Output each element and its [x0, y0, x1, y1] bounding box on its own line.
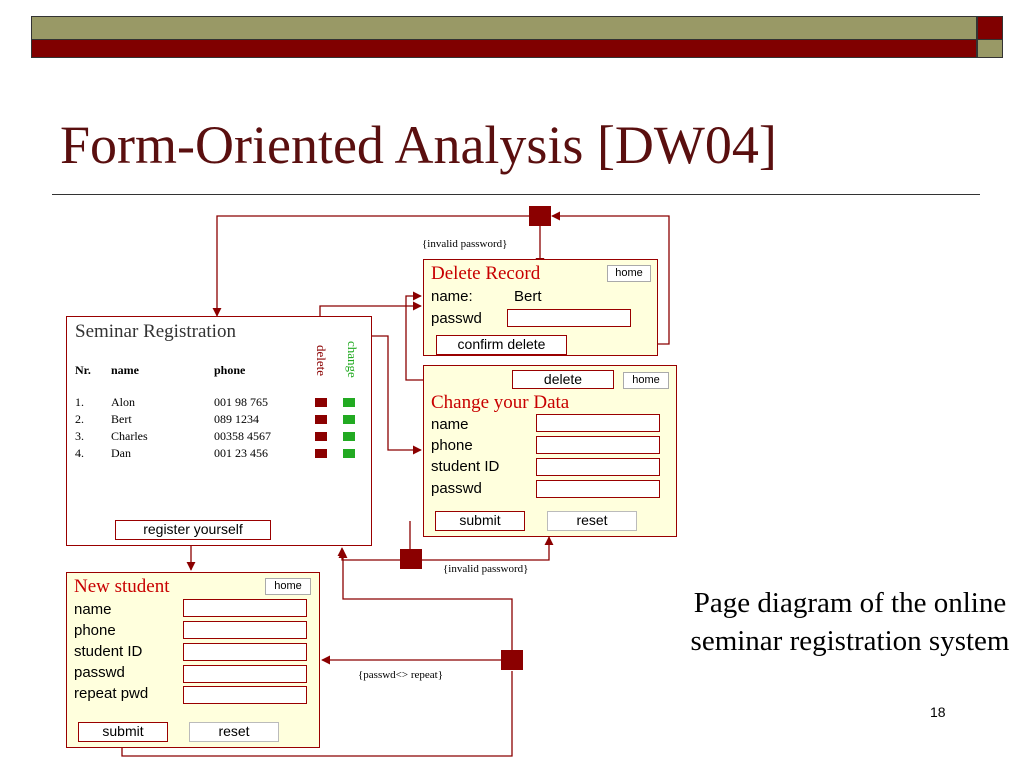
junction-new-student-check — [501, 650, 523, 670]
row-nr: 2. — [75, 412, 84, 426]
delete-name-label: name: — [431, 288, 473, 305]
change-field-label: name — [431, 416, 469, 433]
corner-square-olive — [977, 40, 1003, 58]
change-data-home-button[interactable]: home — [623, 372, 669, 389]
row-phone: 089 1234 — [214, 412, 259, 426]
condition-invalid-password-top: {invalid password} — [422, 238, 508, 250]
corner-square-red — [977, 16, 1003, 40]
change-delete-button[interactable]: delete — [512, 370, 614, 389]
new-repeat-pwd-input[interactable] — [183, 686, 307, 704]
condition-invalid-password-bottom: {invalid password} — [443, 563, 529, 575]
delete-row-button[interactable] — [315, 415, 327, 424]
change-passwd-input[interactable] — [536, 480, 660, 498]
seminar-page-title: Seminar Registration — [75, 321, 236, 342]
table-row: 1. Alon 001 98 765 — [67, 395, 367, 411]
new-student-id-input[interactable] — [183, 643, 307, 661]
register-yourself-button[interactable]: register yourself — [115, 520, 271, 540]
new-student-reset-button[interactable]: reset — [189, 722, 279, 742]
diagram-caption: Page diagram of the online seminar regis… — [690, 587, 1010, 657]
change-column-label: change — [345, 341, 360, 378]
title-divider — [52, 194, 980, 195]
row-phone: 001 23 456 — [214, 446, 268, 460]
change-field-label: passwd — [431, 480, 482, 497]
change-field-label: student ID — [431, 458, 500, 475]
row-nr: 1. — [75, 395, 84, 409]
row-phone: 001 98 765 — [214, 395, 268, 409]
header-name: name — [111, 363, 139, 377]
change-row-button[interactable] — [343, 432, 355, 441]
new-student-submit-button[interactable]: submit — [78, 722, 168, 742]
delete-row-button[interactable] — [315, 398, 327, 407]
delete-passwd-label: passwd — [431, 310, 482, 327]
header-bar-red — [31, 40, 977, 58]
new-student-home-button[interactable]: home — [265, 578, 311, 595]
junction-change-check — [400, 549, 422, 569]
change-data-title: Change your Data — [431, 392, 570, 413]
condition-passwd-repeat: {passwd<> repeat} — [358, 669, 443, 681]
change-row-button[interactable] — [343, 398, 355, 407]
change-row-button[interactable] — [343, 415, 355, 424]
new-student-field-label: student ID — [74, 643, 143, 660]
delete-record-title: Delete Record — [431, 263, 541, 284]
change-reset-button[interactable]: reset — [547, 511, 637, 531]
change-name-input[interactable] — [536, 414, 660, 432]
table-row: 2. Bert 089 1234 — [67, 412, 367, 428]
row-phone: 00358 4567 — [214, 429, 271, 443]
delete-name-value: Bert — [514, 288, 542, 305]
delete-passwd-input[interactable] — [507, 309, 631, 327]
row-name: Bert — [111, 412, 132, 426]
new-student-title: New student — [74, 576, 170, 597]
delete-record-home-button[interactable]: home — [607, 265, 651, 282]
header-nr: Nr. — [75, 363, 91, 377]
delete-record-page: Delete Record home name: Bert passwd con… — [423, 259, 658, 356]
delete-column-label: delete — [314, 345, 329, 377]
delete-row-button[interactable] — [315, 449, 327, 458]
confirm-delete-button[interactable]: confirm delete — [436, 335, 567, 355]
page-number: 18 — [930, 704, 946, 720]
new-student-field-label: repeat pwd — [74, 685, 149, 702]
new-name-input[interactable] — [183, 599, 307, 617]
new-student-page: New student home name phone student ID p… — [66, 572, 320, 748]
delete-row-button[interactable] — [315, 432, 327, 441]
header-phone: phone — [214, 363, 246, 377]
new-passwd-input[interactable] — [183, 665, 307, 683]
new-phone-input[interactable] — [183, 621, 307, 639]
change-data-page: delete home Change your Data name phone … — [423, 365, 677, 537]
seminar-registration-page: Seminar Registration Nr. name phone dele… — [66, 316, 372, 546]
table-row: 4. Dan 001 23 456 — [67, 446, 367, 462]
change-row-button[interactable] — [343, 449, 355, 458]
new-student-field-label: passwd — [74, 664, 125, 681]
table-row: 3. Charles 00358 4567 — [67, 429, 367, 445]
new-student-field-label: phone — [74, 622, 116, 639]
row-nr: 4. — [75, 446, 84, 460]
change-field-label: phone — [431, 437, 473, 454]
row-nr: 3. — [75, 429, 84, 443]
change-student-id-input[interactable] — [536, 458, 660, 476]
change-phone-input[interactable] — [536, 436, 660, 454]
row-name: Alon — [111, 395, 135, 409]
new-student-field-label: name — [74, 601, 112, 618]
header-bar-olive — [31, 16, 977, 40]
slide-title: Form-Oriented Analysis [DW04] — [60, 115, 777, 175]
row-name: Charles — [111, 429, 148, 443]
junction-delete-check — [529, 206, 551, 226]
row-name: Dan — [111, 446, 131, 460]
change-submit-button[interactable]: submit — [435, 511, 525, 531]
